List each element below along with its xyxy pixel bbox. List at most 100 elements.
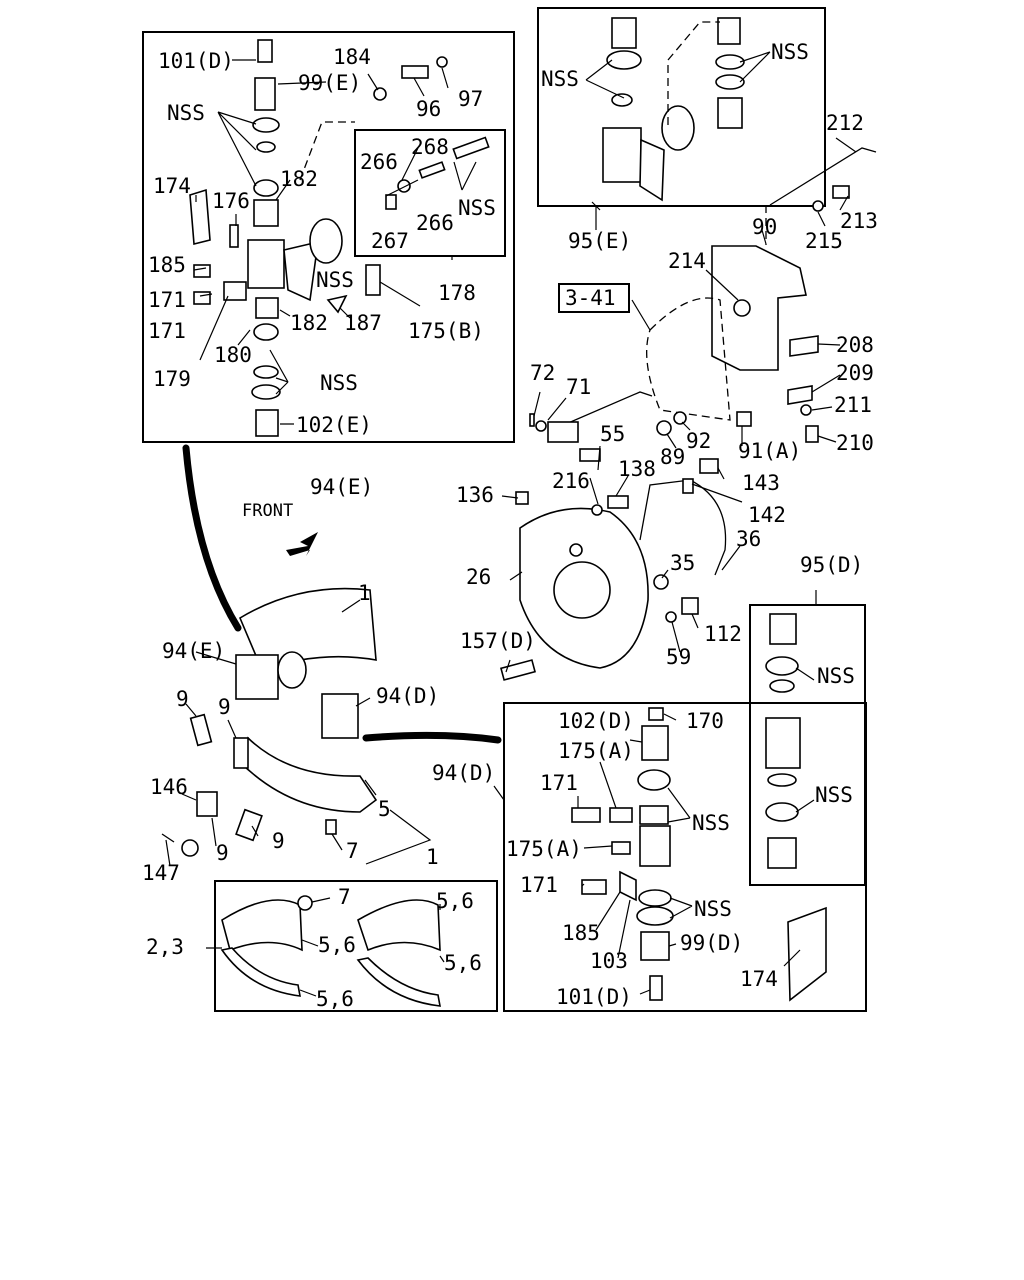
dashed-guide	[667, 21, 720, 125]
cylinder-body-94e	[247, 239, 285, 289]
label-212: 212	[826, 111, 864, 135]
seal	[715, 54, 745, 70]
label-143: 143	[742, 471, 780, 495]
washer-55	[591, 504, 603, 516]
label-185: 185	[562, 921, 600, 945]
cup-seal	[253, 323, 279, 341]
label-103: 103	[590, 949, 628, 973]
label-208: 208	[836, 333, 874, 357]
label-99e: 99(E)	[298, 71, 361, 95]
label-9: 9	[272, 829, 285, 853]
label-146: 146	[150, 775, 188, 799]
label-nss: NSS	[771, 40, 809, 64]
piston-182-lower	[255, 297, 279, 319]
dust-boot	[661, 105, 695, 151]
label-179: 179	[153, 367, 191, 391]
adjuster-178-inset-box	[354, 129, 506, 257]
plate-208	[789, 335, 819, 357]
bolt-171	[193, 291, 211, 305]
bolt-185	[581, 879, 607, 895]
plate-179	[223, 281, 247, 301]
label-front: FRONT	[242, 501, 293, 521]
adjusting-screw-99e	[254, 77, 276, 111]
seal-ring	[251, 384, 281, 400]
screw	[769, 613, 797, 645]
washer-215	[812, 200, 824, 212]
bleeder-screw-101d	[257, 39, 273, 63]
label-nss: NSS	[320, 371, 358, 395]
label-147: 147	[142, 861, 180, 885]
label-174: 174	[740, 967, 778, 991]
brake-lining-set-box	[214, 880, 498, 1012]
label-102d: 102(D)	[558, 709, 634, 733]
label-35: 35	[670, 551, 695, 575]
seal-ring	[252, 117, 280, 133]
wheel-cylinder-94e	[235, 654, 279, 700]
rivet-7	[297, 895, 313, 911]
adjusting-screw-102e	[255, 409, 279, 437]
washer-211	[800, 404, 812, 416]
front-arrow-icon	[286, 532, 318, 556]
plate-175a	[609, 807, 633, 823]
cylinder-body-94d	[639, 825, 671, 867]
nut-214	[733, 299, 751, 317]
label-55: 55	[600, 422, 625, 446]
seal	[765, 656, 799, 676]
cylinder-95e-stack	[602, 17, 745, 202]
seal	[769, 679, 795, 693]
screw	[717, 17, 741, 45]
cup-seal	[637, 769, 671, 791]
piston	[639, 805, 669, 825]
seal	[767, 773, 797, 787]
label-94e: 94(E)	[310, 475, 373, 499]
label-1: 1	[426, 845, 439, 869]
spring-266	[397, 179, 411, 193]
label-7: 7	[346, 839, 359, 863]
screw	[611, 17, 637, 49]
bleeder-96	[401, 65, 429, 79]
label-180: 180	[214, 343, 252, 367]
label-nss: NSS	[694, 897, 732, 921]
label-99d: 99(D)	[680, 931, 743, 955]
nut-267	[385, 194, 397, 210]
label-94d: 94(D)	[432, 761, 495, 785]
label-36: 36	[736, 527, 761, 551]
bolt-171	[571, 807, 601, 823]
clip-71	[535, 420, 547, 432]
pin-72	[529, 413, 535, 427]
label-142: 142	[748, 503, 786, 527]
cylinder-boot	[277, 651, 307, 689]
seal-ring	[253, 365, 279, 379]
lining-lower-right	[356, 957, 441, 1007]
bolt-112	[681, 597, 699, 615]
plate-hole	[569, 543, 583, 557]
lining-lower-left	[220, 947, 301, 997]
label-267: 267	[371, 229, 409, 253]
label-176: 176	[212, 189, 250, 213]
label-5-6: 5,6	[316, 987, 354, 1011]
label-215: 215	[805, 229, 843, 253]
label-95e: 95(E)	[568, 229, 631, 253]
label-5-6: 5,6	[318, 933, 356, 957]
seal	[606, 50, 642, 70]
label-9: 9	[176, 687, 189, 711]
label-209: 209	[836, 361, 874, 385]
screw-102d	[641, 725, 669, 761]
label-185: 185	[148, 253, 186, 277]
nut-35	[653, 574, 669, 590]
label-175a: 175(A)	[506, 837, 582, 861]
backing-plate-group	[500, 391, 727, 681]
bolt-185	[193, 264, 211, 278]
bolt-216	[579, 448, 601, 462]
label-101d: 101(D)	[158, 49, 234, 73]
label-175b: 175(B)	[408, 319, 484, 343]
cylinder-body-95d	[765, 717, 801, 769]
cylinder-94e-stack	[189, 39, 448, 437]
label-94e: 94(E)	[162, 639, 225, 663]
label-171: 171	[540, 771, 578, 795]
shoe-leader-lines	[341, 599, 432, 865]
label-26: 26	[466, 565, 491, 589]
washer-92	[673, 411, 687, 425]
hub-opening	[553, 561, 611, 619]
label-102e: 102(E)	[296, 413, 372, 437]
